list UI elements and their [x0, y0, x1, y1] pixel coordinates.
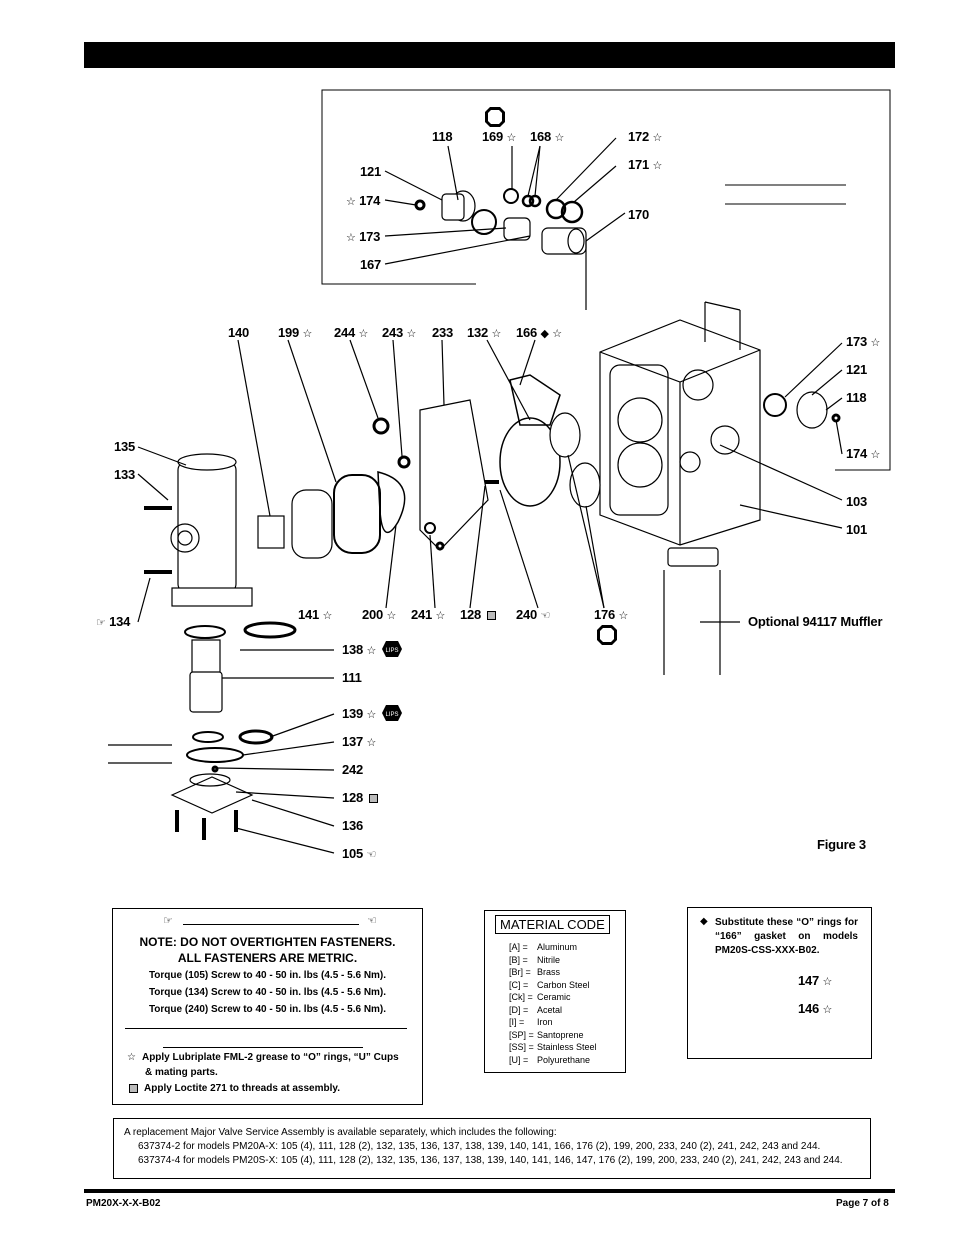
callout-137: 137 ☆	[342, 734, 377, 749]
material-code-box: MATERIAL CODE [A] =Aluminum [B] =Nitrile…	[484, 910, 626, 1073]
torque-note: Torque (105) Screw to 40 - 50 in. lbs (4…	[148, 970, 387, 981]
lips-badge-icon: LIPS	[382, 705, 402, 721]
material-row: [I] =Iron	[509, 1017, 553, 1027]
callout-242: 242	[342, 762, 364, 777]
service-intro: A replacement Major Valve Service Assemb…	[124, 1127, 557, 1138]
callout-128: 128	[460, 607, 496, 622]
torque-note: Torque (240) Screw to 40 - 50 in. lbs (4…	[148, 1004, 387, 1015]
model-number: PM20X-X-X-B02	[86, 1198, 161, 1209]
svg-text:LIPS: LIPS	[385, 712, 398, 718]
callout-118-right: 118	[846, 390, 867, 405]
star-icon: ☆	[127, 1052, 136, 1063]
material-row: [C] =Carbon Steel	[509, 979, 590, 990]
fastener-notes-box: ☞ ☜ NOTE: DO NOT OVERTIGHTEN FASTENERS. …	[112, 908, 423, 1105]
header-bar	[84, 42, 895, 68]
material-code-title: MATERIAL CODE	[495, 915, 610, 934]
callout-118: 118	[432, 129, 453, 144]
substitute-note: Substitute these “O” rings for “166” gas…	[715, 917, 858, 956]
lips-badge-icon: LIPS	[382, 641, 402, 657]
substitute-orings-box: ◆ Substitute these “O” rings for “166” g…	[687, 907, 872, 1059]
hand-right-icon: ☞	[163, 915, 173, 927]
right-parts	[719, 342, 843, 529]
callout-132: 132 ☆	[467, 325, 502, 340]
callout-147: 147 ☆	[798, 973, 833, 988]
callout-173-right: 173 ☆	[846, 334, 881, 349]
hand-left-icon: ☜	[367, 915, 377, 927]
callout-174-right: 174 ☆	[846, 446, 881, 461]
lips-badge-icon	[485, 107, 505, 127]
svg-text:LIPS: LIPS	[385, 648, 398, 654]
service-assembly-box: A replacement Major Valve Service Assemb…	[113, 1118, 871, 1179]
diamond-icon: ◆	[700, 916, 708, 927]
callout-166: 166 ◆ ☆	[516, 325, 562, 340]
callout-134: ☞ 134	[96, 614, 131, 629]
callout-105: 105 ☜	[342, 846, 377, 861]
callout-199: 199 ☆	[278, 325, 313, 340]
material-row: [Ck] =Ceramic	[509, 992, 571, 1002]
callout-138: 138 ☆	[342, 642, 377, 657]
callout-168: 168 ☆	[530, 129, 565, 144]
callout-173: ☆ 173	[346, 229, 381, 244]
inset-parts	[384, 137, 626, 310]
grease-legend-cont: & mating parts.	[145, 1067, 218, 1078]
callout-128-lower: 128	[342, 790, 378, 805]
callout-133: 133	[114, 467, 136, 482]
lips-badge-icon	[597, 625, 617, 645]
callout-121-right: 121	[846, 362, 868, 377]
callout-121: 121	[360, 164, 382, 179]
loctite-legend: Apply Loctite 271 to threads at assembly…	[127, 1083, 412, 1094]
grease-legend: ☆Apply Lubriplate FML-2 grease to “O” ri…	[127, 1052, 399, 1063]
callout-139: 139 ☆	[342, 706, 377, 721]
footer-rule	[84, 1189, 895, 1193]
service-kit-pm20a: 637374-2 for models PM20A-X: 105 (4), 11…	[138, 1141, 821, 1152]
callout-103: 103	[846, 494, 868, 509]
service-kit-pm20s: 637374-4 for models PM20S-X: 105 (4), 11…	[138, 1155, 843, 1166]
cylinder-assembly	[108, 446, 335, 854]
figure-label: Figure 3	[817, 837, 866, 852]
callout-176: 176 ☆	[594, 607, 629, 622]
callout-171: 171 ☆	[628, 157, 663, 172]
material-row: [B] =Nitrile	[509, 954, 561, 965]
material-row: [U] =Polyurethane	[509, 1054, 591, 1065]
inset-frame	[321, 89, 891, 471]
callout-135: 135	[114, 439, 136, 454]
overtighten-warning: NOTE: DO NOT OVERTIGHTEN FASTENERS.	[139, 935, 396, 949]
metric-warning: ALL FASTENERS ARE METRIC.	[177, 951, 358, 965]
callout-140: 140	[228, 325, 250, 340]
callout-241: 241 ☆	[411, 607, 446, 622]
square-icon	[129, 1083, 138, 1093]
callout-172: 172 ☆	[628, 129, 663, 144]
callout-111: 111	[342, 670, 362, 685]
callout-244: 244 ☆	[334, 325, 369, 340]
gaskets	[237, 339, 605, 609]
callout-174: ☆ 174	[346, 193, 381, 208]
page-number: Page 7 of 8	[836, 1198, 889, 1209]
callout-146: 146 ☆	[798, 1001, 833, 1016]
material-row: [SS] =Stainless Steel	[509, 1042, 597, 1052]
torque-note: Torque (134) Screw to 40 - 50 in. lbs (4…	[148, 987, 387, 998]
callout-243: 243 ☆	[382, 325, 417, 340]
callout-200: 200 ☆	[362, 607, 397, 622]
callout-muffler: Optional 94117 Muffler	[748, 614, 883, 629]
callout-136: 136	[342, 818, 364, 833]
material-row: [D] =Acetal	[509, 1004, 563, 1015]
callout-167: 167	[360, 257, 382, 272]
material-row: [A] =Aluminum	[509, 942, 578, 952]
callout-101: 101	[846, 522, 868, 537]
callout-233: 233	[432, 325, 454, 340]
material-row: [Br] =Brass	[509, 967, 561, 977]
notes-header: ☞ ☜	[163, 915, 383, 928]
callout-169: 169 ☆	[482, 129, 517, 144]
callout-170: 170	[628, 207, 650, 222]
callout-141: 141 ☆	[298, 607, 333, 622]
callout-240: 240 ☜	[516, 607, 551, 622]
main-body	[599, 301, 761, 675]
material-row: [SP] =Santoprene	[509, 1029, 584, 1040]
